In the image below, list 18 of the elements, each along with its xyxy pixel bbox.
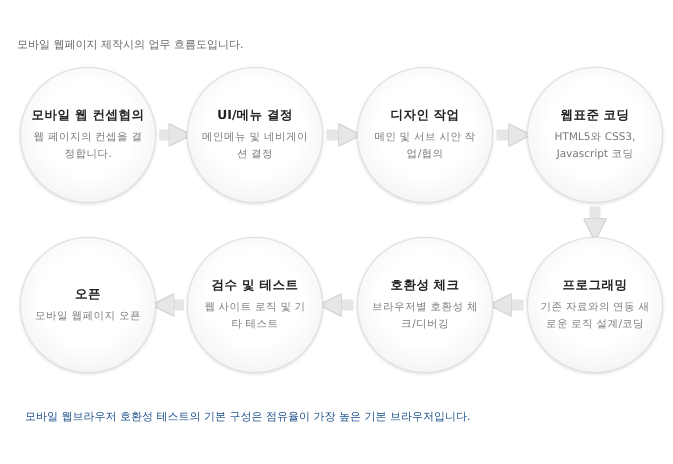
step-title: 웹표준 코딩 [560,107,630,124]
diagram-title: 모바일 웹페이지 제작시의 업무 흐름도입니다. [17,37,244,52]
step-title: 오픈 [75,286,101,302]
step-title: 모바일 웹 컨셉협의 [32,107,144,124]
step-description: 기존 자료와의 연동 새로운 로직 설계/코딩 [539,300,650,332]
step-description: 메인 및 서브 시안 작업/협의 [373,130,477,162]
step-description: 모바일 웹페이지 오픈 [34,308,142,324]
step-title: 검수 및 테스트 [212,277,298,294]
step-description: 브라우저별 호환성 체크/디버깅 [371,300,479,332]
step-description: 메인메뉴 및 네비게이션 결정 [201,130,309,162]
step-description: 웹 페이지의 컨셉을 결정합니다. [32,130,144,162]
step-title: 프로그래밍 [562,277,628,294]
step-title: 디자인 작업 [390,107,460,124]
step-title: 호환성 체크 [390,277,460,294]
caption: 모바일 웹브라우저 호환성 테스트의 기본 구성은 점유율이 가장 높은 기본 브라우저입니다. [25,409,470,424]
step-description: HTML5와 CSS3, Javascript 코딩 [554,130,636,162]
step-description: 웹 사이트 로직 및 기타 테스트 [203,300,307,332]
step-title: UI/메뉴 결정 [217,107,293,124]
